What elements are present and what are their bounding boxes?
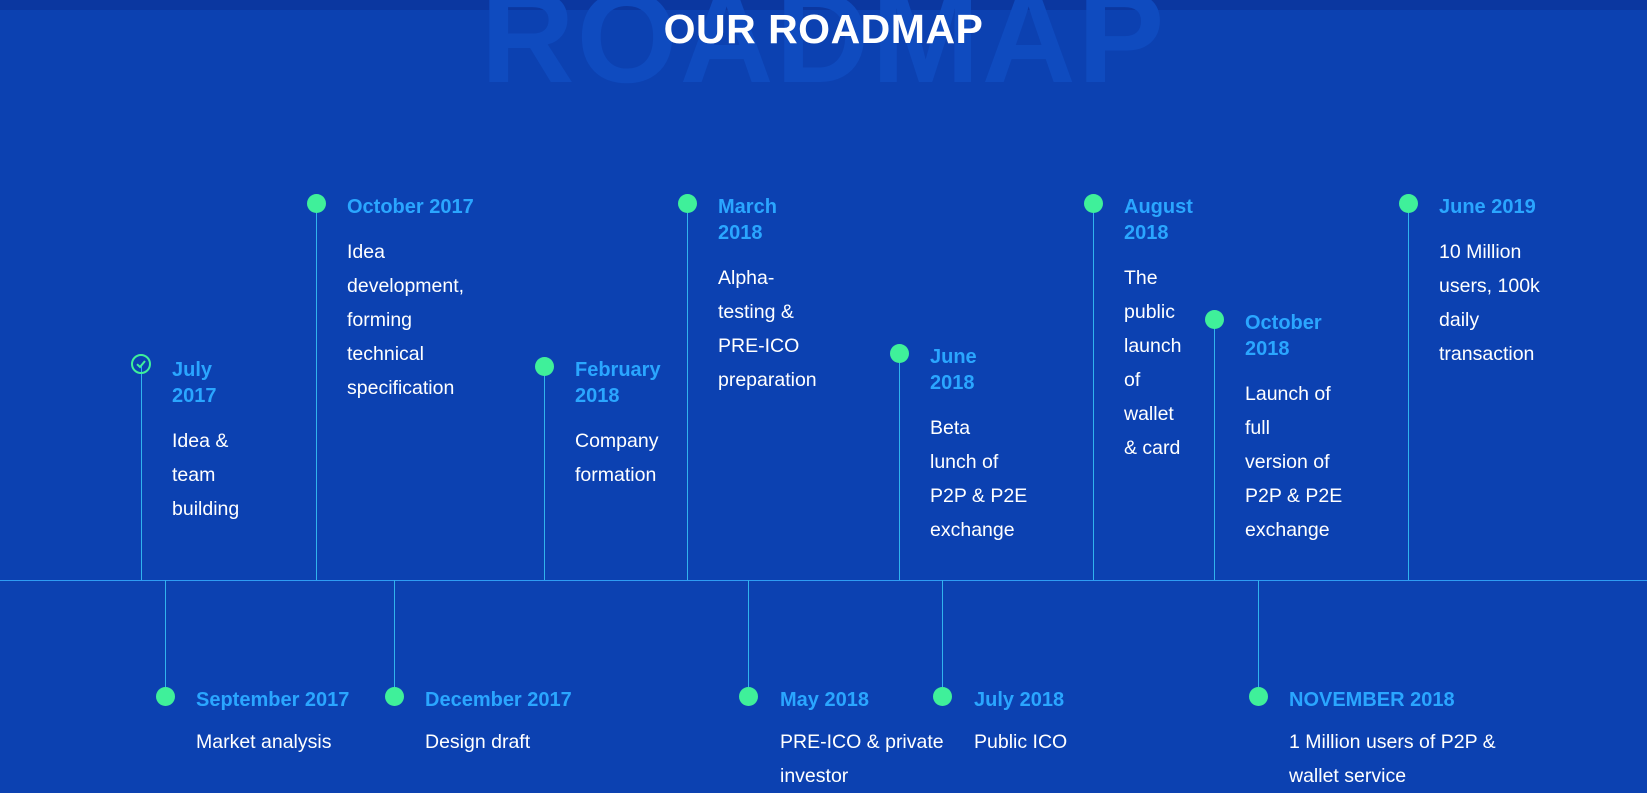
milestone-dot <box>1249 687 1268 706</box>
milestone-dot <box>890 344 909 363</box>
milestone-description: Alpha- testing & PRE-ICO preparation <box>718 267 817 391</box>
milestone-description: Market analysis <box>196 731 332 753</box>
milestone-july-2017: July 2017 Idea & team building <box>172 357 239 526</box>
milestone-june-2019: June 2019 10 Million users, 100k daily t… <box>1439 194 1540 371</box>
timeline-stem <box>165 580 166 696</box>
timeline-stem <box>316 203 317 580</box>
milestone-date: June 2018 <box>930 346 977 394</box>
timeline-stem <box>141 364 142 580</box>
timeline-stem <box>687 203 688 580</box>
milestone-description: The public launch of wallet & card <box>1124 267 1182 459</box>
timeline-stem <box>1093 203 1094 580</box>
milestone-dot <box>1084 194 1103 213</box>
top-bar <box>0 0 1647 10</box>
timeline-stem <box>942 580 943 696</box>
milestone-description: 1 Million users of P2P & wallet service <box>1289 731 1496 787</box>
milestone-dot <box>739 687 758 706</box>
milestone-date: October 2017 <box>347 196 474 218</box>
milestone-july-2018: July 2018 Public ICO <box>974 687 1067 759</box>
milestone-dot <box>1205 310 1224 329</box>
timeline-axis <box>0 580 1647 581</box>
milestone-description: Idea & team building <box>172 430 240 520</box>
milestone-date: NOVEMBER 2018 <box>1289 689 1455 711</box>
milestone-description: Idea development, forming technical spec… <box>347 241 465 399</box>
milestone-december-2017: December 2017 Design draft <box>425 687 572 759</box>
milestone-august-2018: August 2018 The public launch of wallet … <box>1124 194 1193 465</box>
milestone-description: PRE-ICO & private investor <box>780 731 944 787</box>
milestone-description: 10 Million users, 100k daily transaction <box>1439 241 1540 365</box>
milestone-date: October 2018 <box>1245 312 1322 360</box>
milestone-dot <box>385 687 404 706</box>
milestone-june-2018: June 2018 Beta lunch of P2P & P2E exchan… <box>930 344 1027 547</box>
milestone-date: September 2017 <box>196 689 350 711</box>
check-circle-icon <box>131 354 151 374</box>
milestone-date: July 2017 <box>172 359 217 407</box>
milestone-february-2018: February 2018 Company formation <box>575 357 661 492</box>
milestone-date: July 2018 <box>974 689 1065 711</box>
milestone-october-2017: October 2017 Idea development, forming t… <box>347 194 474 405</box>
milestone-date: May 2018 <box>780 689 869 711</box>
timeline-stem <box>394 580 395 696</box>
milestone-description: Design draft <box>425 731 531 753</box>
milestone-date: March 2018 <box>718 196 777 244</box>
milestone-date: August 2018 <box>1124 196 1193 244</box>
milestone-dot <box>678 194 697 213</box>
timeline-stem <box>899 353 900 580</box>
milestone-dot <box>535 357 554 376</box>
milestone-dot <box>307 194 326 213</box>
timeline-stem <box>1408 203 1409 580</box>
timeline-stem <box>748 580 749 696</box>
milestone-date: February 2018 <box>575 359 661 407</box>
milestone-description: Public ICO <box>974 731 1068 753</box>
milestone-dot <box>156 687 175 706</box>
milestone-dot <box>1399 194 1418 213</box>
milestone-dot <box>933 687 952 706</box>
milestone-march-2018: March 2018 Alpha- testing & PRE-ICO prep… <box>718 194 817 397</box>
milestone-september-2017: September 2017 Market analysis <box>196 687 349 759</box>
milestone-november-2018: NOVEMBER 2018 1 Million users of P2P & w… <box>1289 687 1496 793</box>
section-title: OUR ROADMAP <box>663 6 984 52</box>
milestone-description: Beta lunch of P2P & P2E exchange <box>930 417 1028 541</box>
milestone-description: Launch of full version of P2P & P2E exch… <box>1245 383 1343 541</box>
timeline-stem <box>544 366 545 580</box>
milestone-may-2018: May 2018 PRE-ICO & private investor <box>780 687 944 793</box>
milestone-date: December 2017 <box>425 689 572 711</box>
timeline-stem <box>1258 580 1259 696</box>
milestone-october-2018: October 2018 Launch of full version of P… <box>1245 310 1342 547</box>
milestone-description: Company formation <box>575 430 659 486</box>
timeline-stem <box>1214 319 1215 580</box>
milestone-date: June 2019 <box>1439 196 1536 218</box>
background-watermark-word: ROADMAP <box>480 0 1167 110</box>
